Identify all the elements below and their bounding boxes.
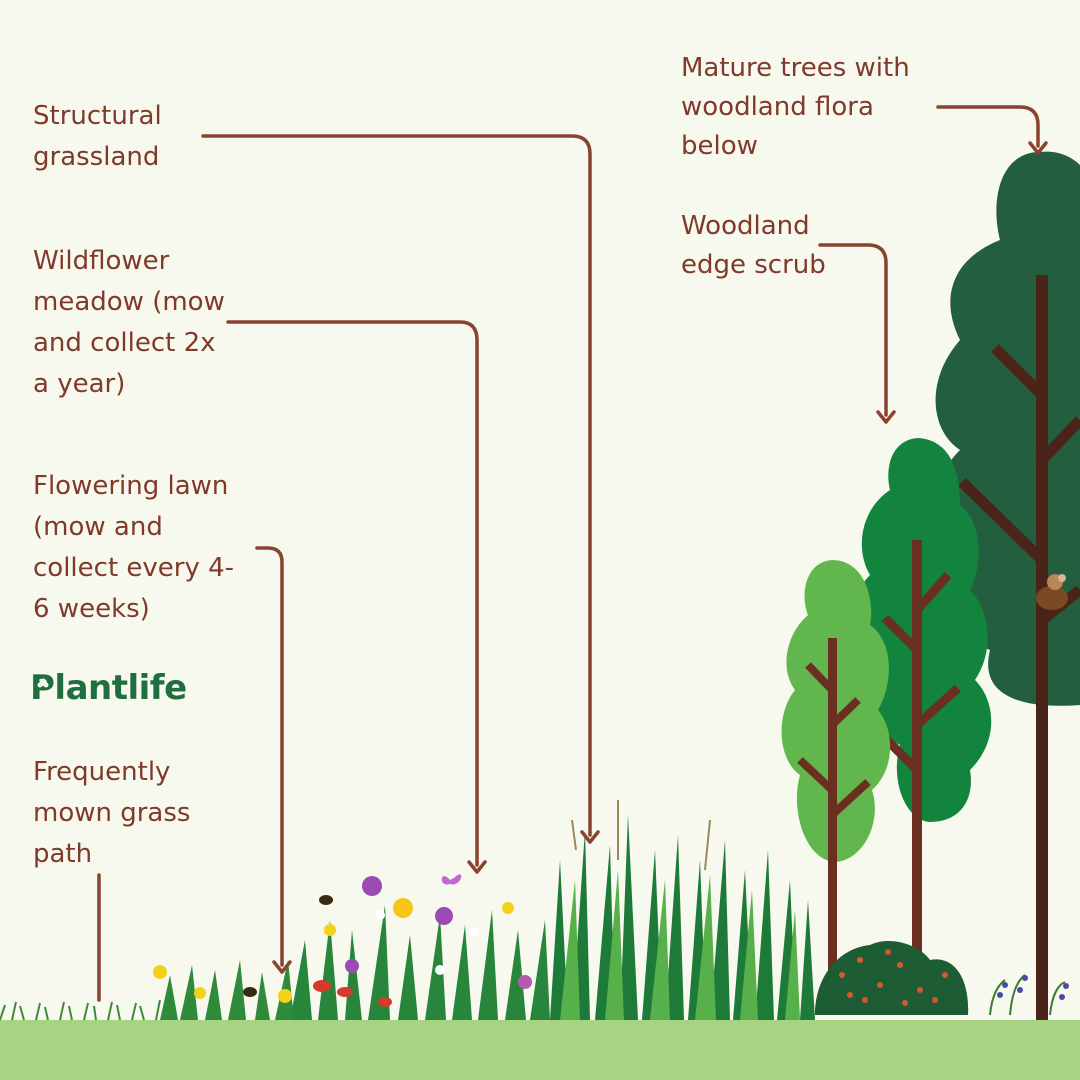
leader-woodland-edge [818,243,888,417]
label-woodland-edge: Woodland edge scrub [681,211,826,280]
leader-flowering-lawn [255,546,284,967]
label-flowering-lawn: Flowering lawn (mow and collect every 4-… [33,471,235,624]
plantlife-logo: Plantlife [30,668,187,708]
leader-structural-grassland [201,134,592,837]
tall-grass [550,815,815,1020]
meadow-grass [290,905,550,1020]
label-mown-path: Frequently mown grass path [33,757,191,869]
plantlife-logo-text: Plantlife [30,668,187,708]
leader-mature-trees [936,105,1040,148]
label-structural-grassland: Structural grassland [33,101,162,172]
meadow-flowers [153,874,532,1007]
lawn-grass [160,960,294,1020]
leader-wildflower-meadow [226,320,479,867]
young-tree [781,560,891,1010]
leader-lines [97,105,1040,1002]
flower-icon [37,678,49,688]
grass-seedheads [571,800,711,871]
short-grass [0,999,161,1021]
berry-shrub [815,940,969,1015]
label-mature-trees: Mature trees with woodland flora below [681,53,910,161]
woodland-edge-tree [853,438,992,1005]
label-wildflower-meadow: Wildflower meadow (mow and collect 2x a … [33,246,225,399]
ground [0,1020,1080,1080]
leader-arrowheads [272,141,1048,974]
